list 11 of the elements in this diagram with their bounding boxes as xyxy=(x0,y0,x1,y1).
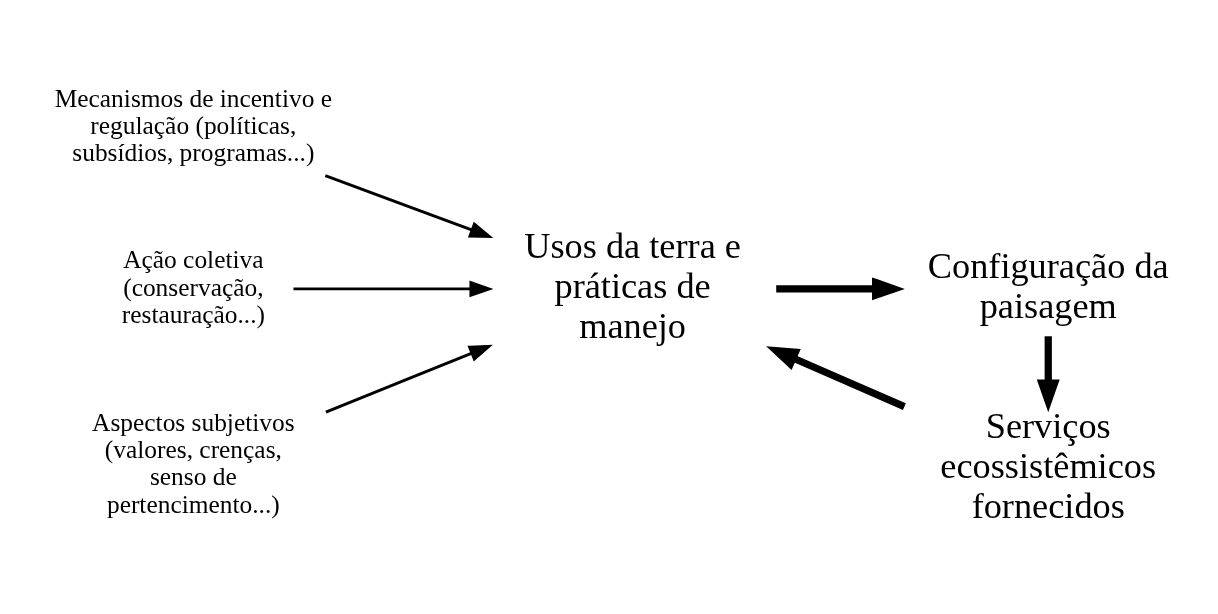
arrow xyxy=(1036,335,1060,412)
arrow xyxy=(324,173,494,238)
node-text: Serviços ecossistêmicos fornecidos xyxy=(940,405,1157,526)
node-text: Configuração da paisagem xyxy=(927,245,1169,326)
node-text: Usos da terra e práticas de manejo xyxy=(524,225,741,346)
node-text: Mecanismos de incentivo e regulação (políticas, subsídios, programas...) xyxy=(54,83,332,166)
arrow xyxy=(325,344,493,413)
arrow xyxy=(766,345,906,410)
arrow xyxy=(293,280,494,297)
node-text: Aspectos subjetivos (valores, crenças, senso de pertencimento...) xyxy=(92,407,295,518)
node-text: Ação coletiva (conservação, restauração...) xyxy=(121,244,265,328)
